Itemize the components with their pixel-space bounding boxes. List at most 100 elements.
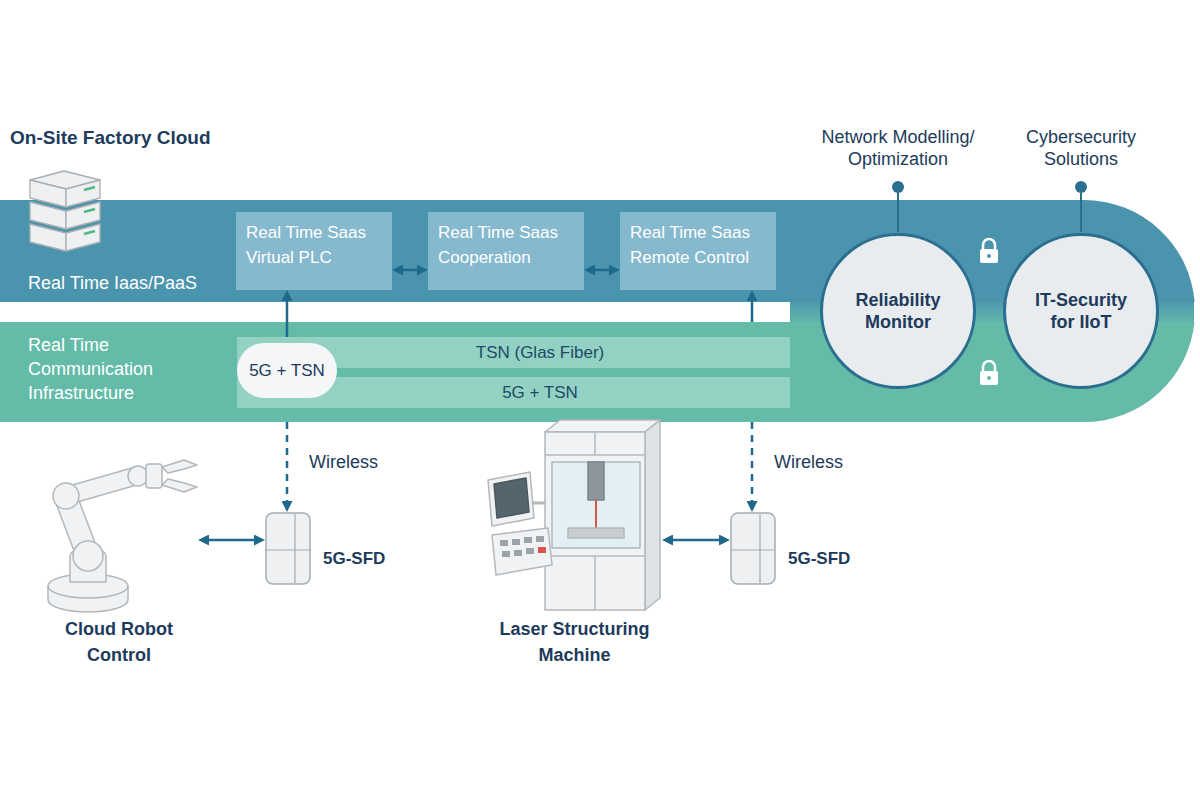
figure-caption: Laser Structuring Machine (487, 616, 662, 668)
laser-machine-illustration-part (545, 420, 660, 432)
device-label: 5G-SFD (323, 549, 385, 569)
diagram-title: On-Site Factory Cloud (10, 127, 211, 149)
wireless-arrow (751, 422, 754, 508)
lock-icon-part (980, 371, 998, 385)
lock-icon-part (987, 254, 991, 258)
wireless-arrow (286, 422, 289, 508)
device-shape (730, 512, 776, 585)
laser-machine-illustration-part (512, 539, 520, 545)
figure-caption: Cloud Robot Control (40, 616, 198, 668)
laser-machine-illustration-part (500, 540, 508, 546)
server-icon-part (84, 187, 95, 190)
leader-line-part (892, 181, 904, 193)
robot-illustration-part (128, 466, 148, 486)
monitor-circle: IT-Security for IIoT (1003, 233, 1159, 389)
robot-illustration-part (162, 460, 197, 473)
lock-icon (980, 361, 998, 385)
saas-text: Virtual PLC (246, 245, 332, 270)
laser-machine-illustration-part (514, 550, 522, 556)
lock-icon (980, 239, 998, 263)
callout-wrap: Network Modelling/ Optimization (803, 126, 993, 170)
laser-machine-illustration-part (494, 478, 529, 518)
bar-text: TSN (Glas Fiber) (476, 343, 604, 363)
leader-line (892, 181, 1087, 232)
device-label: 5G-SFD (788, 549, 850, 569)
saas-box: Real Time SaasRemote Control (620, 212, 776, 290)
device-edge (759, 514, 760, 583)
circle-shape (1003, 233, 1159, 389)
laser-machine-illustration-part (552, 462, 640, 548)
circle-text: IT-Security for IIoT (1024, 289, 1139, 333)
connector-arrow (588, 269, 616, 272)
laser-machine-illustration-part (526, 548, 534, 554)
saas-text: Cooperation (438, 245, 531, 270)
saas-box: Real Time SaasCooperation (428, 212, 584, 290)
laser-machine-illustration-part (524, 537, 532, 543)
server-icon (30, 171, 100, 251)
laser-machine-illustration (488, 420, 660, 610)
device-box: 5G-SFD (265, 512, 311, 585)
robot-illustration-part (162, 479, 197, 492)
saas-text: Real Time Saas (438, 220, 558, 245)
circle-outline (822, 235, 975, 388)
robot-illustration-part (146, 464, 162, 488)
robot-figure: Cloud Robot Control (40, 455, 198, 668)
lock-icon-part (980, 249, 998, 263)
device-shape (265, 512, 311, 585)
saas-text: Real Time Saas (630, 220, 750, 245)
edge-label: Wireless (309, 452, 378, 473)
laser-machine-illustration-part (568, 528, 624, 538)
laser-machine-illustration-part (594, 432, 596, 455)
callout-wrap: Cybersecurity Solutions (1006, 126, 1156, 170)
robot-illustration-part (53, 483, 79, 509)
laser-machine-illustration-part (492, 528, 552, 575)
server-icon-part (30, 224, 66, 251)
device-body (266, 513, 310, 584)
connector-arrow (666, 539, 726, 542)
device-edge (294, 514, 295, 583)
connector-arrow (202, 539, 261, 542)
circle-shape (820, 233, 976, 389)
lock-icon-part (983, 239, 995, 250)
lock-icon-part (983, 361, 995, 372)
network-pill: 5G + TSN (237, 343, 337, 398)
laser-machine-illustration-part (545, 432, 645, 610)
device-box: 5G-SFD (730, 512, 776, 585)
callout-label: Network Modelling/ Optimization (803, 126, 993, 170)
device-seam (731, 549, 775, 550)
pill-text: 5G + TSN (249, 361, 325, 381)
server-icon-part (66, 224, 100, 251)
circle-outline (1005, 235, 1158, 388)
laser-machine-illustration-part (488, 472, 534, 526)
callout-label: Cybersecurity Solutions (1006, 126, 1156, 170)
laser-machine-illustration-part (645, 420, 660, 610)
server-icon-part (84, 209, 95, 212)
leader-line-part (1075, 181, 1087, 193)
robot-illustration (48, 460, 197, 612)
laser-machine-illustration-part (545, 454, 645, 456)
connector-arrow (286, 294, 289, 343)
edge-label: Wireless (774, 452, 843, 473)
band-label: Real Time Iaas/PaaS (28, 272, 197, 294)
saas-text: Real Time Saas (246, 220, 366, 245)
saas-box: Real Time SaasVirtual PLC (236, 212, 392, 290)
device-seam (266, 549, 310, 550)
laser-machine-illustration-part (594, 556, 596, 610)
robot-illustration-part (73, 541, 103, 571)
server-icon-part (84, 231, 95, 234)
laser-machine-illustration-part (588, 462, 604, 500)
lock-icon-part (987, 376, 991, 380)
saas-text: Remote Control (630, 245, 749, 270)
machine-figure: Laser Structuring Machine (487, 418, 662, 668)
circle-text: Reliability Monitor (841, 289, 956, 333)
laser-machine-illustration-part (595, 500, 597, 528)
laser-machine-illustration-part (536, 536, 544, 542)
leader-line-part (1080, 193, 1082, 232)
device-body (731, 513, 775, 584)
edge-label-wrap: Wireless (774, 452, 843, 473)
laser-machine-illustration-part (538, 547, 546, 553)
leader-line-part (897, 193, 899, 232)
connector-arrow (751, 294, 754, 322)
